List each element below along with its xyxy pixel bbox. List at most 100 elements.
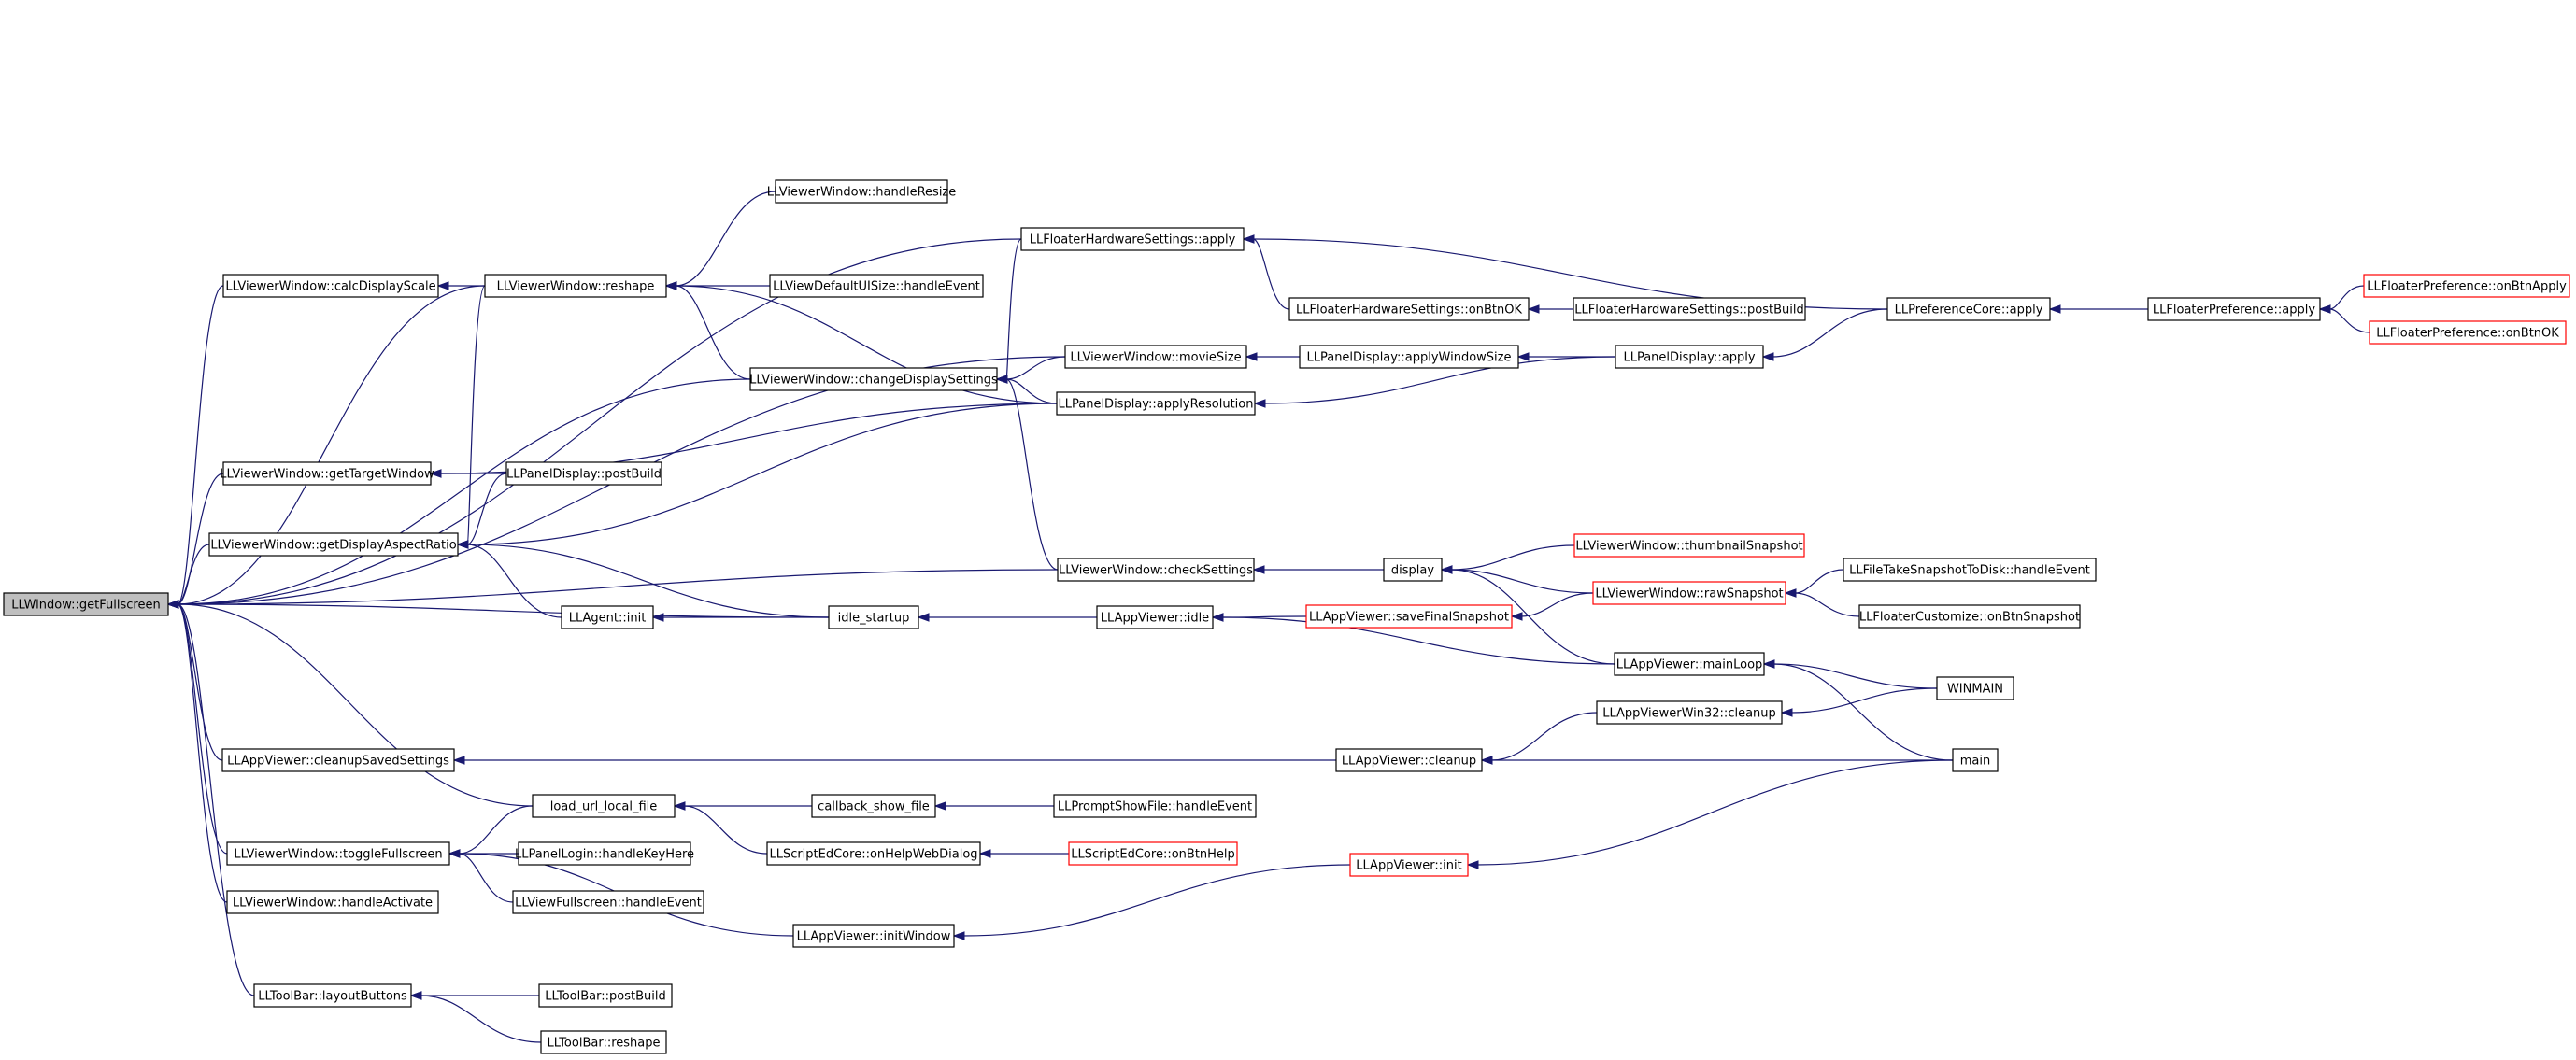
node-toolbarPostBuild[interactable]: LLToolBar::postBuild <box>538 983 673 1008</box>
node-applyWindowSize[interactable]: LLPanelDisplay::applyWindowSize <box>1299 345 1519 369</box>
node-box <box>532 794 676 818</box>
edge-main-to-mainLoop <box>1772 663 1954 761</box>
edge-floaterPrefOnBtnOK-to-floaterPrefApply <box>2328 308 2370 333</box>
edge-rawSnapshot-to-display <box>1450 569 1594 594</box>
edge-arrowhead <box>2048 304 2061 314</box>
edge-loadUrlLocalFile-to-getFullscreen <box>177 603 534 807</box>
node-mainLoop[interactable]: LLAppViewer::mainLoop <box>1614 652 1765 676</box>
node-idleStartup[interactable]: idle_startup <box>828 605 919 629</box>
node-getDisplayAspectRatio[interactable]: LLViewerWindow::getDisplayAspectRatio <box>208 532 459 557</box>
node-win32Cleanup[interactable]: LLAppViewerWin32::cleanup <box>1596 700 1783 725</box>
node-getFullscreen[interactable]: LLWindow::getFullscreen <box>3 592 169 616</box>
node-hwPostBuild[interactable]: LLFloaterHardwareSettings::postBuild <box>1573 297 1806 321</box>
edge-layoutButtons-to-getFullscreen <box>177 603 255 996</box>
node-winmain[interactable]: WINMAIN <box>1936 676 2014 700</box>
node-hwOnBtnOK[interactable]: LLFloaterHardwareSettings::onBtnOK <box>1288 297 1530 321</box>
node-label: LLScriptEdCore::onBtnHelp <box>1071 848 1235 862</box>
node-agentInit[interactable]: LLAgent::init <box>561 605 654 629</box>
edge-toolbarReshape-to-layoutButtons <box>420 995 542 1043</box>
node-label: WINMAIN <box>1947 683 2003 697</box>
node-initWindow[interactable]: LLAppViewer::initWindow <box>792 924 955 948</box>
node-appInit[interactable]: LLAppViewer::init <box>1349 853 1469 877</box>
node-box <box>2369 320 2567 345</box>
edge-winmain-to-mainLoop <box>1772 663 1938 689</box>
node-appIdle[interactable]: LLAppViewer::idle <box>1096 605 1214 629</box>
node-changeDisplaySettings[interactable]: LLViewerWindow::changeDisplaySettings <box>749 367 998 391</box>
node-movieSize[interactable]: LLViewerWindow::movieSize <box>1064 345 1247 369</box>
node-hwApply[interactable]: LLFloaterHardwareSettings::apply <box>1020 227 1245 251</box>
edge-movieSize-to-changeDisplaySettings <box>1005 356 1066 380</box>
node-panelDisplayApply[interactable]: LLPanelDisplay::apply <box>1615 345 1764 369</box>
node-cleanupSavedSettings[interactable]: LLAppViewer::cleanupSavedSettings <box>221 748 455 772</box>
node-label: LLPanelDisplay::applyWindowSize <box>1306 351 1511 365</box>
edge-reshape-to-getFullscreen <box>177 285 486 605</box>
node-rawSnapshot[interactable]: LLViewerWindow::rawSnapshot <box>1592 581 1786 605</box>
node-appCleanup[interactable]: LLAppViewer::cleanup <box>1335 748 1483 772</box>
node-getTargetWindow[interactable]: LLViewerWindow::getTargetWindow <box>220 461 434 486</box>
node-handleResize[interactable]: LLViewerWindow::handleResize <box>767 179 957 204</box>
node-box <box>1614 652 1765 676</box>
edge-hwOnBtnOK-to-hwApply <box>1252 238 1290 310</box>
node-prefCoreApply[interactable]: LLPreferenceCore::apply <box>1886 297 2051 321</box>
node-label: LLScriptEdCore::onHelpWebDialog <box>769 848 977 862</box>
edge-arrowhead <box>1245 352 1258 361</box>
node-layoutButtons[interactable]: LLToolBar::layoutButtons <box>253 983 412 1008</box>
node-snapshotToDisk[interactable]: LLFileTakeSnapshotToDisk::handleEvent <box>1843 558 2097 582</box>
edge-arrowhead <box>1780 708 1793 717</box>
node-toggleFullscreen[interactable]: LLViewerWindow::toggleFullscreen <box>226 841 450 866</box>
node-saveFinalSnapshot[interactable]: LLAppViewer::saveFinalSnapshot <box>1305 604 1513 629</box>
node-handleActivate[interactable]: LLViewerWindow::handleActivate <box>226 890 439 914</box>
node-box <box>222 274 439 298</box>
node-label: LLToolBar::postBuild <box>545 990 665 1004</box>
node-label: LLAppViewer::saveFinalSnapshot <box>1309 611 1509 625</box>
node-loadUrlLocalFile[interactable]: load_url_local_file <box>532 794 676 818</box>
edge-reshape-to-getDisplayAspectRatio <box>466 285 486 545</box>
node-box <box>518 841 691 866</box>
node-label: callback_show_file <box>818 800 930 814</box>
edge-checkSettings-to-getFullscreen <box>177 569 1059 605</box>
node-panelDisplayPostBuild[interactable]: LLPanelDisplay::postBuild <box>505 461 662 486</box>
node-box <box>538 983 673 1008</box>
edge-arrowhead <box>1440 565 1453 574</box>
node-box <box>1288 297 1530 321</box>
node-callbackShowFile[interactable]: callback_show_file <box>811 794 936 818</box>
edge-applyResolution-to-changeDisplaySettings <box>1005 378 1058 404</box>
edge-loadUrlLocalFile-to-toggleFullscreen <box>458 805 534 855</box>
edge-prefCoreApply-to-panelDisplayApply <box>1772 308 1888 358</box>
node-uisizeHandleEvent[interactable]: LLViewDefaultUISize::handleEvent <box>769 274 984 298</box>
node-reshape[interactable]: LLViewerWindow::reshape <box>484 274 667 298</box>
node-label: LLAgent::init <box>569 612 647 626</box>
node-toolbarReshape[interactable]: LLToolBar::reshape <box>540 1030 667 1054</box>
node-customizeOnBtnSnapshot[interactable]: LLFloaterCustomize::onBtnSnapshot <box>1858 604 2081 629</box>
node-display[interactable]: display <box>1383 558 1443 582</box>
node-label: LLViewerWindow::movieSize <box>1070 351 1241 365</box>
node-label: main <box>1960 755 1990 769</box>
edge-arrowhead <box>1762 659 1775 669</box>
node-applyResolution[interactable]: LLPanelDisplay::applyResolution <box>1056 391 1256 416</box>
node-box <box>512 890 704 914</box>
node-checkSettings[interactable]: LLViewerWindow::checkSettings <box>1057 558 1255 582</box>
node-floaterPrefOnBtnOK[interactable]: LLFloaterPreference::onBtnOK <box>2369 320 2567 345</box>
node-main[interactable]: main <box>1952 748 1999 772</box>
node-viewFullscreenHandleEvent[interactable]: LLViewFullscreen::handleEvent <box>512 890 704 914</box>
node-box <box>561 605 654 629</box>
node-label: LLViewerWindow::toggleFullscreen <box>234 848 442 862</box>
node-label: LLViewerWindow::checkSettings <box>1059 564 1253 578</box>
node-floaterPrefOnBtnApply[interactable]: LLFloaterPreference::onBtnApply <box>2363 274 2570 298</box>
node-box <box>1596 700 1783 725</box>
node-box <box>226 890 439 914</box>
node-label: LLViewerWindow::handleActivate <box>233 897 433 911</box>
edge-changeDisplaySettings-to-getFullscreen <box>177 378 751 605</box>
edge-winmain-to-win32Cleanup <box>1790 687 1938 714</box>
node-panelLoginHandleKeyHere[interactable]: LLPanelLogin::handleKeyHere <box>515 841 694 866</box>
edge-win32Cleanup-to-appCleanup <box>1490 712 1598 761</box>
node-box <box>1573 533 1805 558</box>
node-onHelpWebDialog[interactable]: LLScriptEdCore::onHelpWebDialog <box>766 841 981 866</box>
node-thumbnailSnapshot[interactable]: LLViewerWindow::thumbnailSnapshot <box>1573 533 1805 558</box>
node-promptShowFileHandleEvent[interactable]: LLPromptShowFile::handleEvent <box>1053 794 1257 818</box>
node-floaterPrefApply[interactable]: LLFloaterPreference::apply <box>2147 297 2321 321</box>
node-onBtnHelp[interactable]: LLScriptEdCore::onBtnHelp <box>1068 841 1238 866</box>
node-box <box>208 532 459 557</box>
node-calcDisplayScale[interactable]: LLViewerWindow::calcDisplayScale <box>222 274 439 298</box>
node-box <box>1335 748 1483 772</box>
